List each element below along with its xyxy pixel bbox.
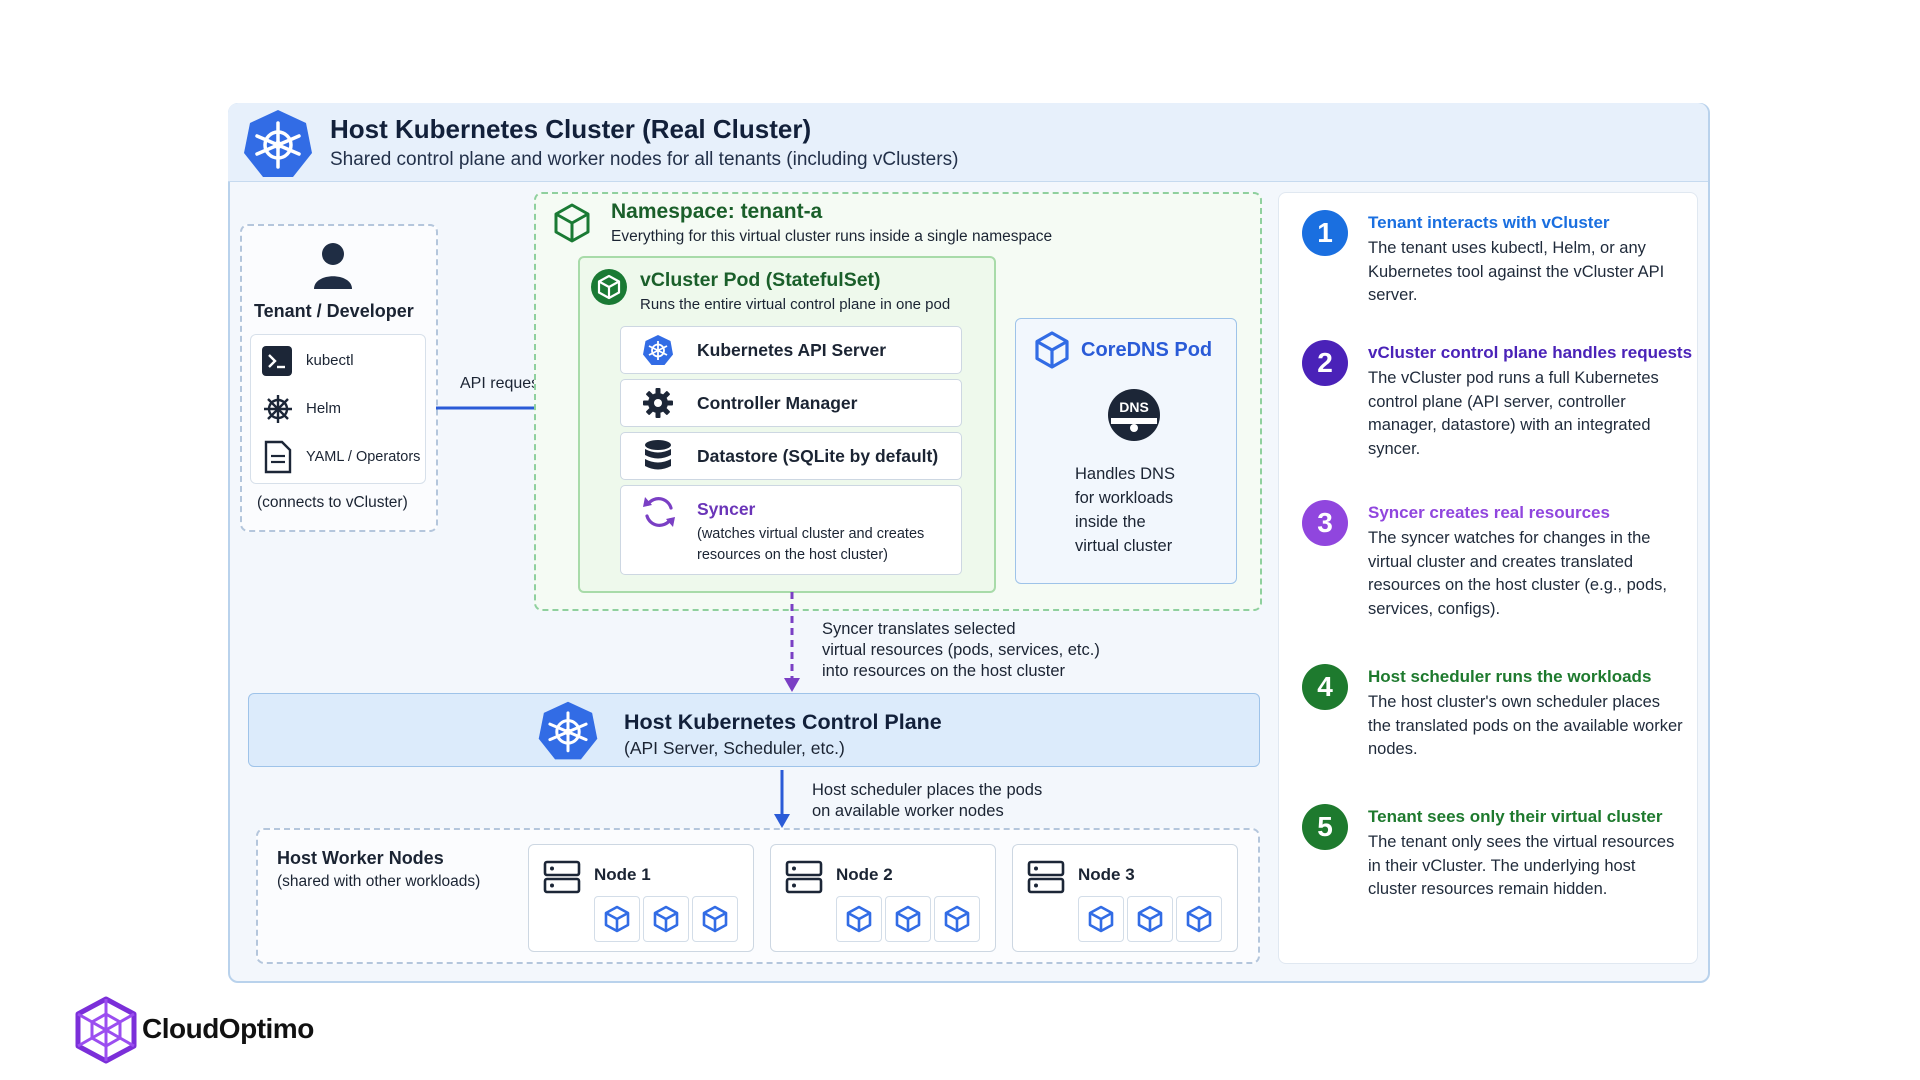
step-description: The vCluster pod runs a full Kubernetes … [1368, 369, 1659, 458]
pod-tile [1127, 896, 1173, 942]
tenant-title: Tenant / Developer [254, 301, 414, 321]
scheduler-arrow-line1: Host scheduler places the pods [812, 781, 1043, 799]
step-title: Tenant sees only their virtual cluster [1368, 807, 1663, 826]
vcluster-pod-subtitle: Runs the entire virtual control plane in… [640, 296, 951, 313]
kubernetes-wheel-icon [538, 701, 598, 760]
step-number-badge: 1 [1302, 210, 1348, 256]
component-datastore-label: Datastore (SQLite by default) [697, 446, 939, 466]
node-label: Node 2 [836, 865, 893, 884]
pod-tile [934, 896, 980, 942]
gear-icon [643, 388, 673, 418]
step-description: The host cluster's own scheduler places … [1368, 693, 1683, 758]
step-number-badge: 5 [1302, 804, 1348, 850]
cube-icon [895, 905, 921, 933]
step-description: The tenant only sees the virtual resourc… [1368, 833, 1675, 898]
brand-name: CloudOptimo [142, 1013, 314, 1044]
coredns-desc-line4: virtual cluster [1075, 537, 1173, 555]
coredns-desc-line3: inside the [1075, 513, 1146, 531]
dns-badge-text: DNS [1119, 399, 1149, 415]
control-plane-title: Host Kubernetes Control Plane [624, 710, 942, 734]
step-number-badge: 3 [1302, 500, 1348, 546]
cube-icon [604, 905, 630, 933]
syncer-desc-line1: (watches virtual cluster and creates [697, 526, 925, 542]
syncer-desc-line2: resources on the host cluster) [697, 547, 889, 563]
component-controller-manager-label: Controller Manager [697, 393, 858, 413]
helm-wheel-icon [264, 395, 292, 423]
tool-kubectl-label: kubectl [306, 352, 354, 369]
sync-icon [643, 497, 675, 527]
pod-tile [836, 896, 882, 942]
step-description: The tenant uses kubectl, Helm, or any Ku… [1368, 239, 1665, 304]
cube-icon [1035, 331, 1069, 369]
pod-tile [1078, 896, 1124, 942]
cube-icon [1137, 905, 1163, 933]
page-title: Host Kubernetes Cluster (Real Cluster) [330, 114, 812, 144]
syncer-translation-arrow [784, 592, 800, 692]
cube-icon [591, 269, 627, 305]
server-icon [1027, 860, 1065, 894]
server-icon [543, 860, 581, 894]
component-api-server [620, 326, 962, 374]
cube-icon [1186, 905, 1212, 933]
step-description: The syncer watches for changes in the vi… [1368, 529, 1667, 618]
pod-tile [1176, 896, 1222, 942]
cube-icon [554, 203, 590, 243]
namespace-subtitle: Everything for this virtual cluster runs… [611, 228, 1053, 245]
component-syncer [620, 485, 962, 575]
tool-helm-label: Helm [306, 400, 342, 417]
scheduler-arrow [774, 770, 790, 828]
coredns-desc-line2: for workloads [1075, 489, 1174, 507]
component-api-server-label: Kubernetes API Server [697, 340, 887, 360]
terminal-icon [262, 346, 292, 376]
step-number-badge: 2 [1302, 340, 1348, 386]
coredns-pod [1015, 318, 1237, 584]
host-control-plane [248, 693, 1260, 767]
node-label: Node 1 [594, 865, 651, 884]
syncer-arrow-line2: virtual resources (pods, services, etc.) [822, 641, 1100, 659]
user-icon [314, 243, 352, 289]
page-subtitle: Shared control plane and worker nodes fo… [330, 149, 959, 170]
step-title: Syncer creates real resources [1368, 503, 1610, 522]
cube-icon [944, 905, 970, 933]
workers-title: Host Worker Nodes [277, 848, 444, 868]
host-cluster-header [228, 103, 1708, 182]
kubernetes-helm-wheel-icon [244, 110, 312, 177]
steps-panel [1278, 192, 1698, 964]
namespace-title: Namespace: tenant-a [611, 200, 823, 223]
coredns-desc-line1: Handles DNS [1075, 465, 1175, 483]
scheduler-arrow-line2: on available worker nodes [812, 802, 1004, 820]
syncer-arrow-line1: Syncer translates selected [822, 620, 1016, 638]
coredns-title: CoreDNS Pod [1081, 339, 1213, 361]
pod-tile [594, 896, 640, 942]
pod-tile [643, 896, 689, 942]
cube-icon [702, 905, 728, 933]
step-number-badge: 4 [1302, 664, 1348, 710]
cube-icon [1088, 905, 1114, 933]
document-icon [264, 440, 292, 474]
component-controller-manager [620, 379, 962, 427]
vcluster-pod-title: vCluster Pod (StatefulSet) [640, 269, 881, 291]
dns-icon: DNS [1107, 388, 1161, 442]
node-label: Node 3 [1078, 865, 1135, 884]
component-syncer-label: Syncer [697, 499, 756, 519]
pod-tile [885, 896, 931, 942]
tool-yaml-label: YAML / Operators [306, 449, 421, 465]
cloudoptimo-logo-icon [75, 996, 137, 1064]
server-icon [785, 860, 823, 894]
database-icon [645, 440, 671, 470]
api-requests-label: API requests [460, 375, 552, 392]
step-title: Host scheduler runs the workloads [1368, 667, 1652, 686]
cube-icon [846, 905, 872, 933]
step-title: vCluster control plane handles requests [1368, 343, 1693, 362]
cube-icon [653, 905, 679, 933]
component-datastore [620, 432, 962, 480]
tenant-note: (connects to vCluster) [257, 494, 408, 511]
workers-subtitle: (shared with other workloads) [277, 873, 481, 890]
syncer-arrow-line3: into resources on the host cluster [822, 662, 1066, 680]
pod-tile [692, 896, 738, 942]
step-title: Tenant interacts with vCluster [1368, 213, 1610, 232]
kubernetes-wheel-icon [643, 335, 673, 365]
control-plane-subtitle: (API Server, Scheduler, etc.) [624, 738, 845, 758]
